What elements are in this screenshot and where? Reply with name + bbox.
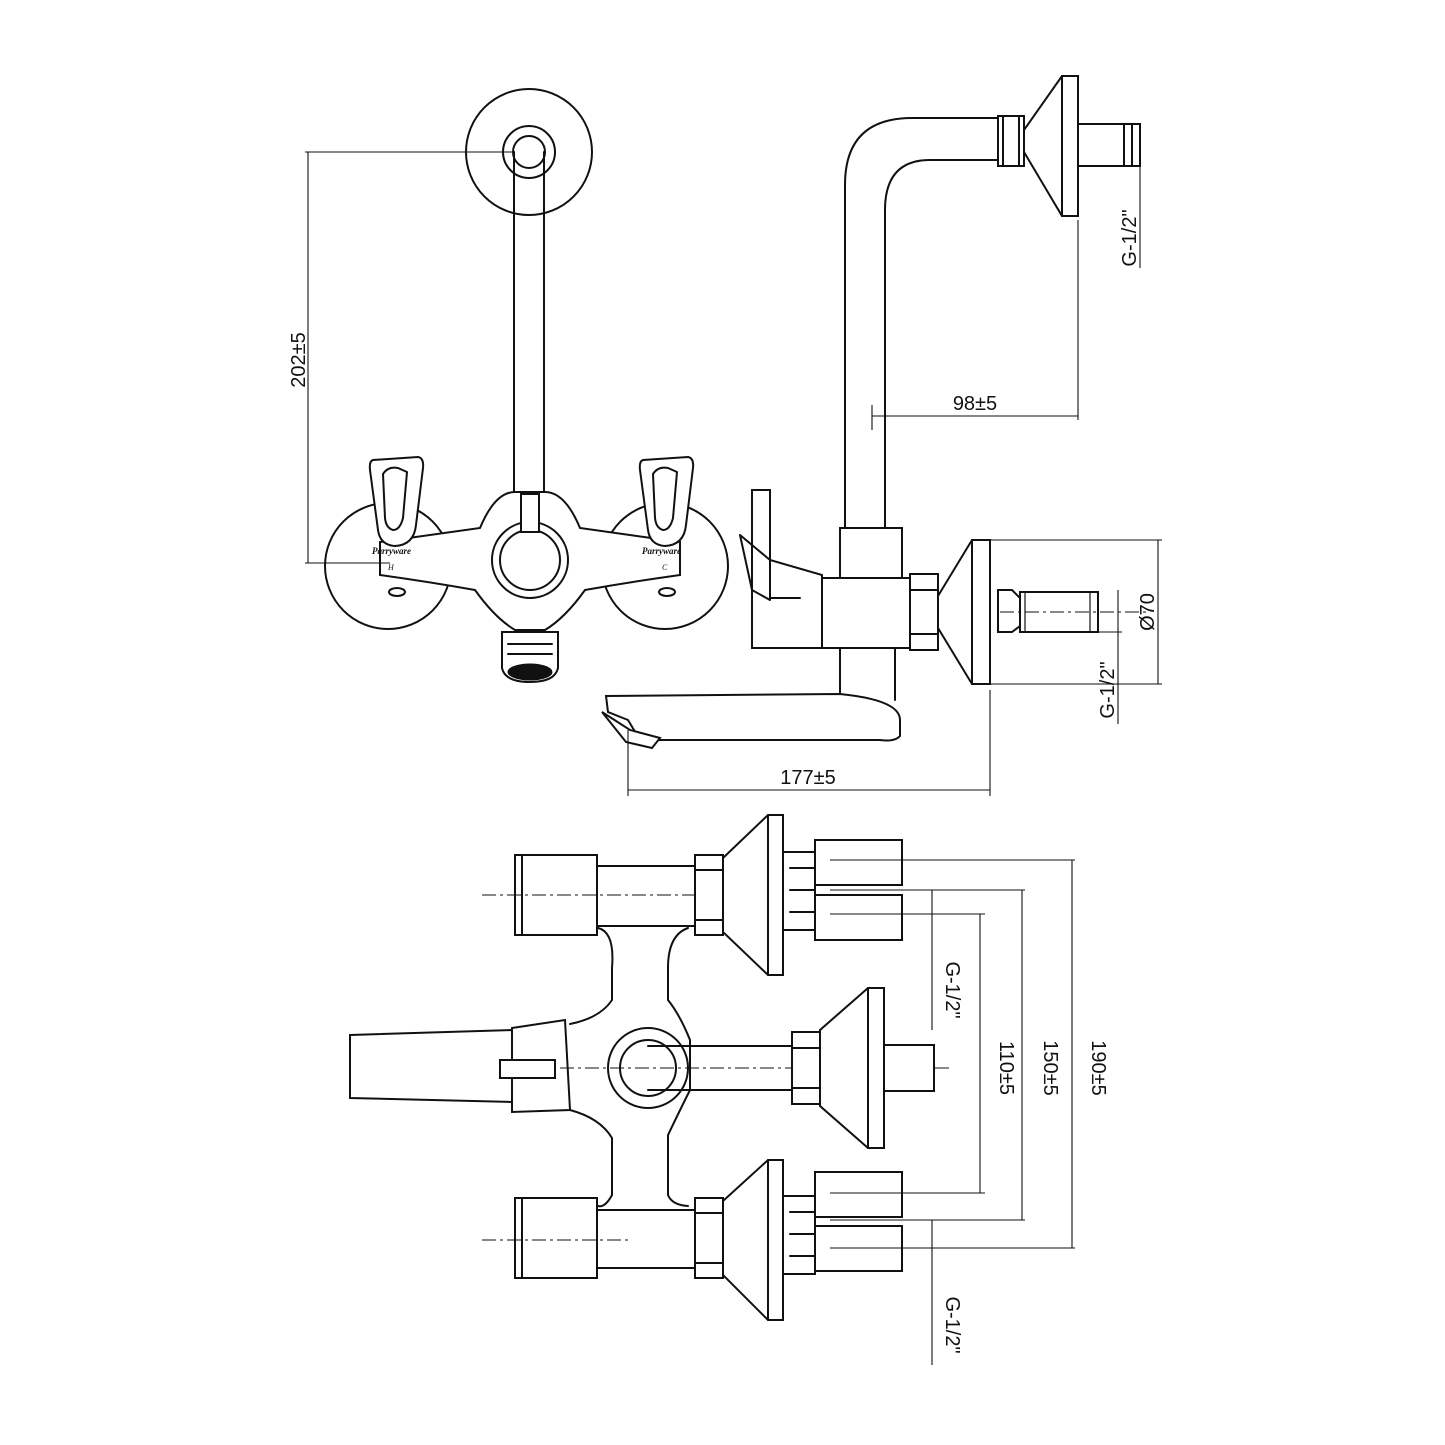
- top-hex-nut-lower: [694, 1197, 724, 1279]
- top-cone-flange-lower: [722, 1159, 784, 1321]
- overhead-thread-stub: [1077, 123, 1141, 167]
- top-cone-flange-centre: [819, 987, 885, 1149]
- side-view: G-1/2" 98±5 Ø70: [601, 75, 1162, 796]
- brand-logo-hot: Parryware: [372, 546, 411, 556]
- riser-pipe: [513, 151, 545, 495]
- top-thread-centre: [883, 1044, 935, 1092]
- overhead-cone-flange: [1023, 75, 1079, 217]
- diverter-knob: [520, 493, 540, 533]
- dimension-177: 177±5: [780, 767, 835, 789]
- top-hex-nut-upper: [694, 854, 724, 936]
- dimension-diameter-70: Ø70: [1137, 593, 1159, 631]
- hot-lever-handle: [368, 455, 425, 548]
- top-view: 110±5 150±5 190±5 G-1/2" G-1/2": [349, 814, 1109, 1365]
- cold-lever-handle: [638, 455, 695, 548]
- brand-logo-cold: Parryware: [642, 546, 681, 556]
- side-lever: [751, 489, 823, 649]
- top-lever-centre: [349, 1028, 513, 1104]
- spout: [604, 692, 901, 742]
- top-thread-upper-b: [814, 894, 903, 941]
- overhead-pipe-inner: [884, 159, 999, 531]
- dimension-190: 190±5: [1087, 1040, 1109, 1095]
- thread-label-top-view-upper: G-1/2": [941, 961, 963, 1018]
- dimension-150: 150±5: [1039, 1040, 1061, 1095]
- thread-label-top: G-1/2": [1119, 209, 1141, 266]
- dimension-98: 98±5: [953, 393, 997, 415]
- hot-indicator: H: [387, 563, 395, 572]
- dimension-202: 202±5: [288, 332, 310, 387]
- spout-tip: [601, 711, 662, 750]
- overhead-nut: [997, 115, 1025, 167]
- top-cone-flange-upper: [722, 814, 784, 976]
- top-thread-upper-a: [814, 839, 903, 886]
- front-view: Parryware Parryware H C 202±5: [288, 88, 729, 684]
- top-lever-lower: [514, 1197, 598, 1279]
- cold-indicator: C: [662, 563, 668, 572]
- top-thread-lower-a: [814, 1171, 903, 1218]
- side-cone-flange: [937, 539, 991, 685]
- thread-label-side: G-1/2": [1097, 661, 1119, 718]
- top-body-left: [569, 927, 614, 1208]
- dimension-110: 110±5: [995, 1041, 1017, 1095]
- eccentric-connector: [997, 589, 1021, 633]
- top-hex-nut-centre: [791, 1031, 821, 1105]
- side-hex-nut: [909, 573, 939, 651]
- diverter-collar: [491, 521, 569, 599]
- overhead-pipe-outer: [844, 117, 999, 531]
- thread-label-top-view-lower: G-1/2": [941, 1296, 963, 1353]
